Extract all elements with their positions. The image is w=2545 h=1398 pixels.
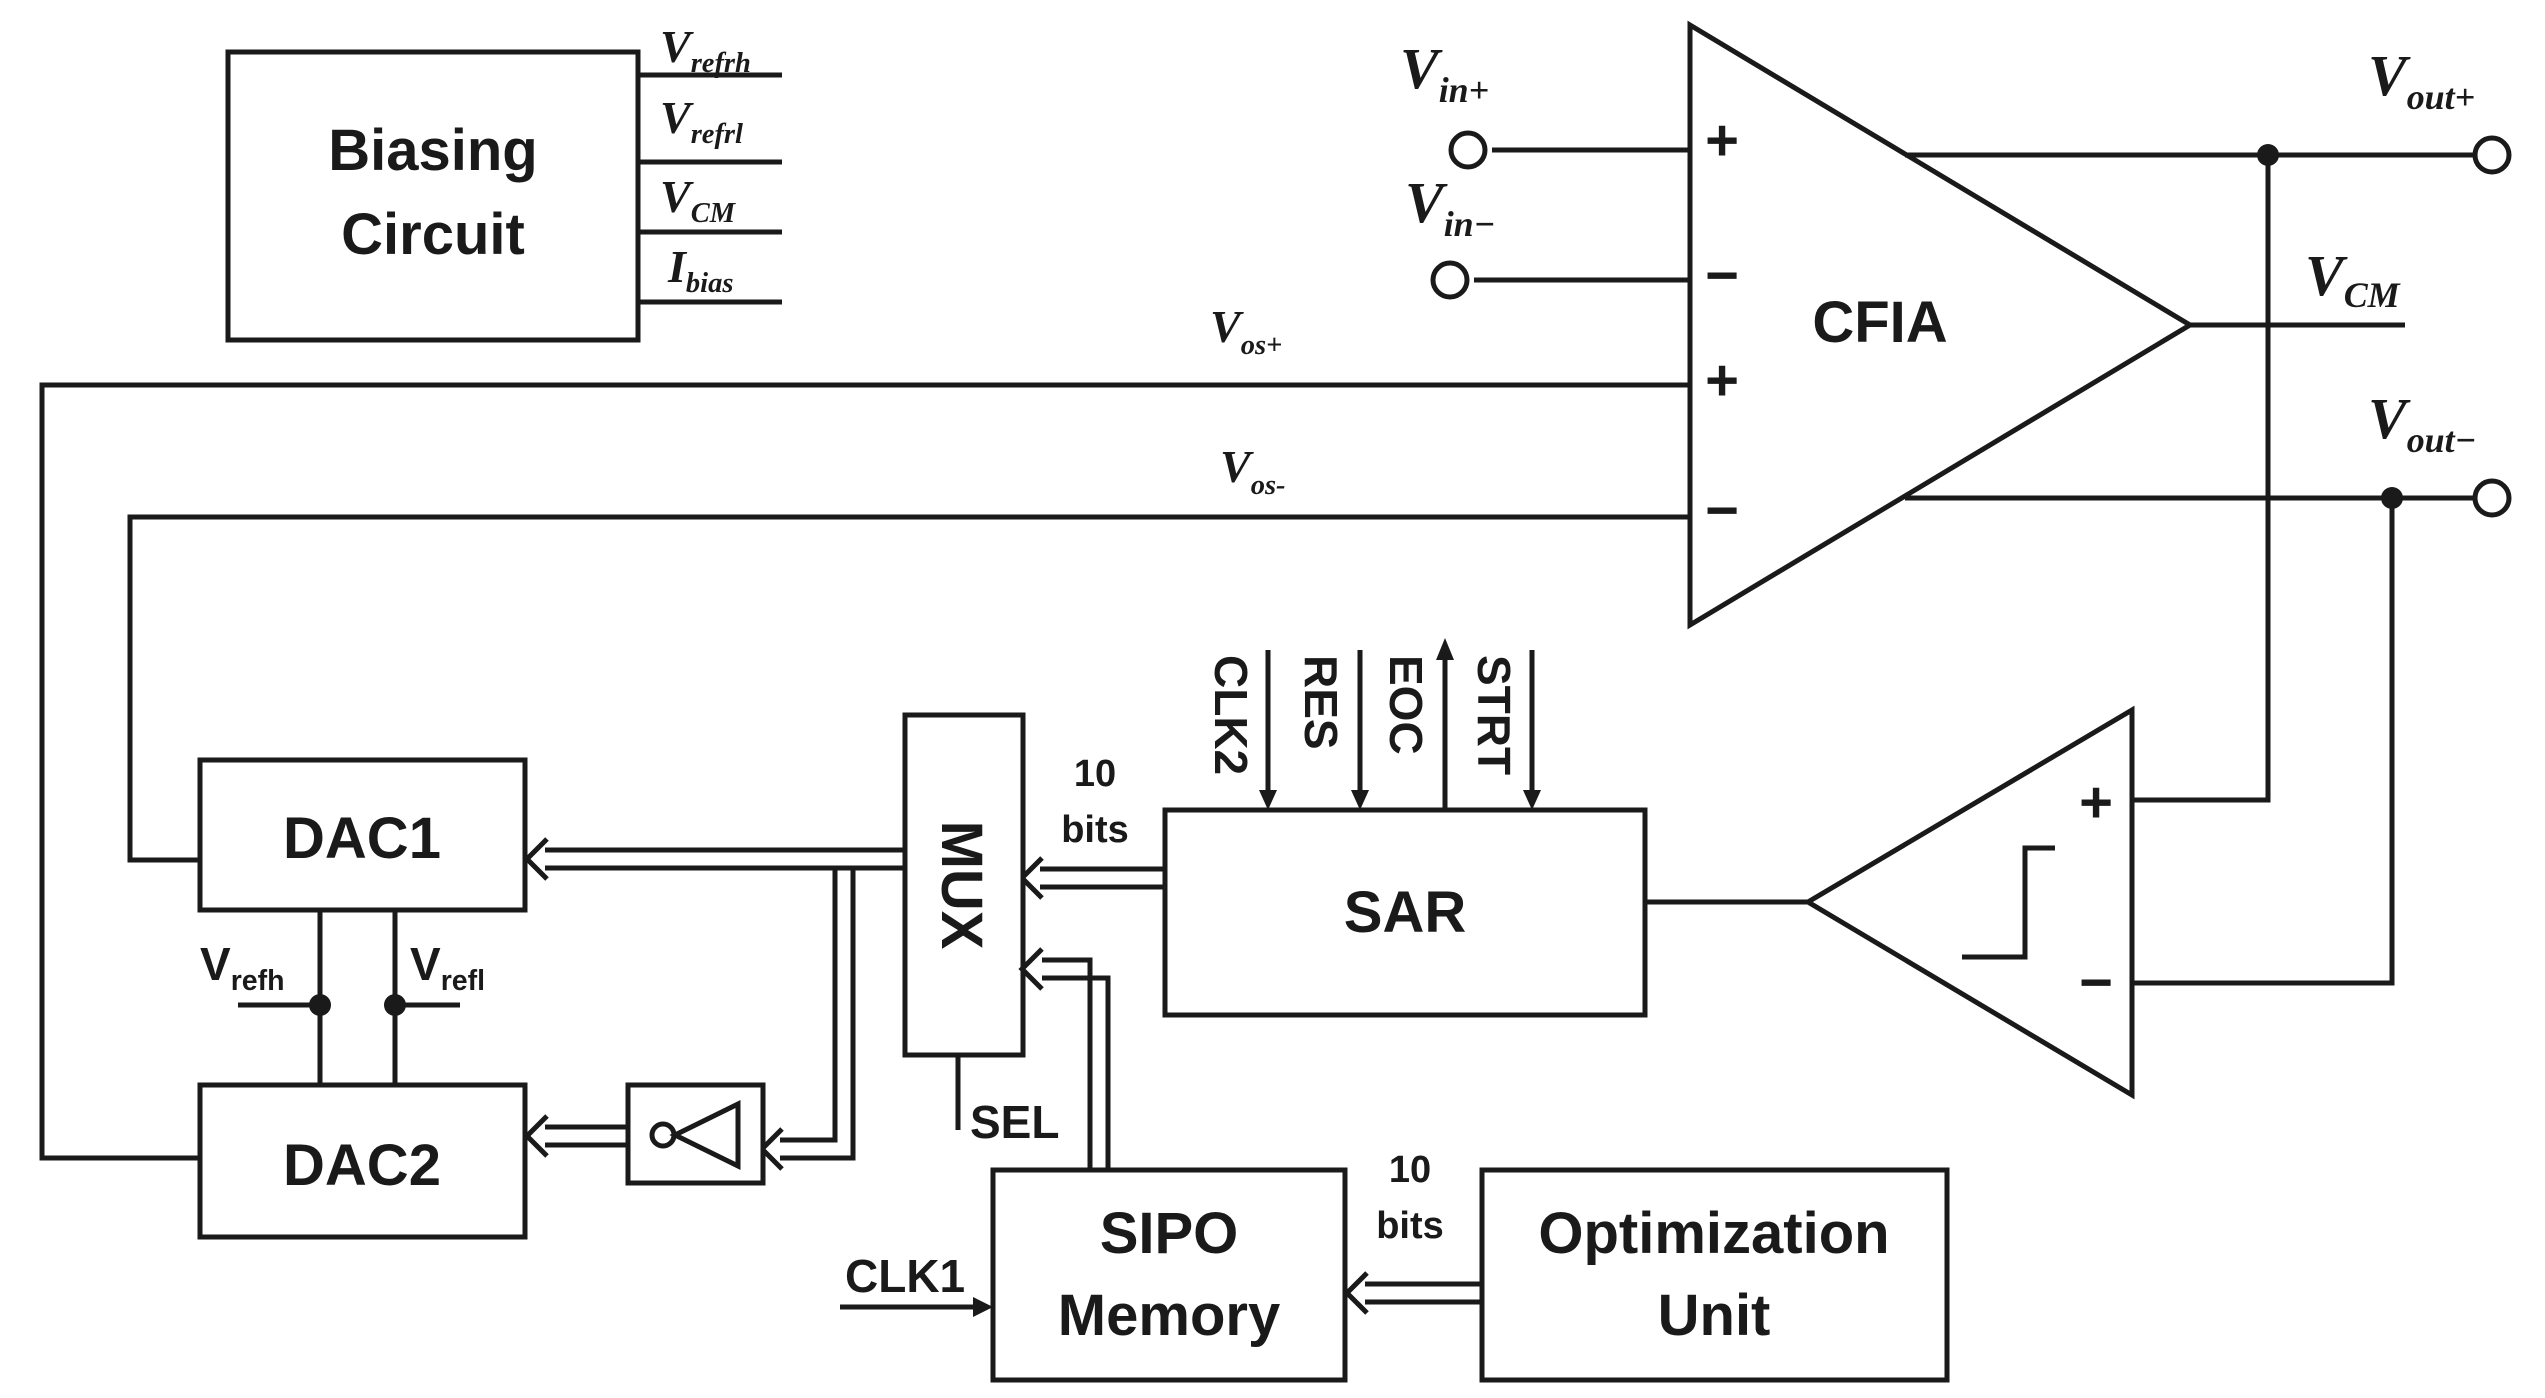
comparator-feedback-wires [2132, 155, 2395, 986]
clk2-arrow-icon [1259, 790, 1277, 810]
bias-output-vcm: VCM [660, 171, 737, 229]
vos-minus-label: Vos- [1220, 441, 1286, 501]
mux-to-dac1-bus [545, 847, 905, 871]
biasing-circuit-block: Biasing Circuit Vrefrh Vrefrl VCM Ibias [225, 21, 782, 343]
vin-minus-label: Vin− [1405, 170, 1495, 244]
sipo-label-line2: Memory [1058, 1283, 1280, 1348]
sar-port-res: RES [1295, 655, 1347, 750]
sipo-memory-block: SIPO Memory [990, 1167, 1348, 1383]
cfia-amplifier: CFIA + − + − [1687, 20, 2195, 630]
cfia-input-wires [1474, 147, 1690, 283]
optimization-label-line2: Unit [1658, 1283, 1771, 1348]
biasing-label-line1: Biasing [328, 118, 538, 183]
dac2-block: DAC2 [197, 1082, 528, 1240]
cfia-os-minus-sign: − [1705, 478, 1739, 543]
sar-bus-width-line1: 10 [1074, 753, 1116, 795]
biasing-label-line2: Circuit [341, 202, 525, 267]
bias-output-vrefrh: Vrefrh [660, 21, 751, 79]
cfia-in-minus-sign: − [1705, 243, 1739, 308]
vout-minus-label: Vout− [2368, 386, 2476, 460]
vos-minus-wire [127, 514, 1690, 863]
vin-plus-label: Vin+ [1400, 36, 1489, 110]
sipo-to-mux-bus [1042, 957, 1111, 1170]
vout-plus-junction [2257, 144, 2279, 166]
sel-label: SEL [970, 1096, 1059, 1148]
mux-block: MUX [902, 712, 1026, 1058]
vos-plus-label: Vos+ [1210, 301, 1282, 361]
sar-to-mux-bus [1040, 866, 1165, 890]
dac1-block: DAC1 [197, 757, 528, 913]
opt-bus-width-line2: bits [1376, 1205, 1444, 1247]
sar-control-wires [1265, 650, 1535, 810]
comparator-plus-sign: + [2079, 770, 2113, 835]
vcm-output-label: VCM [2305, 243, 2401, 315]
cfia-output-wires [1905, 152, 2474, 501]
dac2-label: DAC2 [283, 1133, 441, 1198]
mux-label: MUX [929, 821, 994, 950]
sar-label: SAR [1344, 880, 1466, 945]
cfia-os-plus-sign: + [1705, 348, 1739, 413]
res-arrow-icon [1351, 790, 1369, 810]
bias-output-wires [638, 72, 782, 305]
mux-to-dac1-arrow-icon [523, 837, 549, 881]
cfia-label: CFIA [1812, 290, 1947, 355]
cfia-in-plus-sign: + [1705, 108, 1739, 173]
vout-minus-junction [2381, 487, 2403, 509]
sar-block: SAR [1162, 807, 1648, 1018]
vrefl-label: Vrefl [410, 938, 485, 997]
inverter-block [625, 1082, 766, 1186]
sipo-label-line1: SIPO [1100, 1201, 1239, 1266]
sipo-to-mux-arrow-icon [1018, 947, 1044, 991]
opt-to-sipo-arrow-icon [1343, 1271, 1369, 1315]
sar-bus-width-line2: bits [1061, 809, 1129, 851]
sar-port-strt: STRT [1468, 655, 1520, 775]
vout-plus-label: Vout+ [2368, 43, 2475, 117]
comparator: + − [1803, 705, 2135, 1100]
vout-plus-terminal [2472, 135, 2512, 175]
vrefh-label: Vrefh [200, 938, 285, 997]
vin-plus-terminal [1448, 130, 1488, 170]
mux-to-inverter-bus [780, 868, 856, 1161]
sar-port-clk2: CLK2 [1205, 655, 1257, 775]
vout-minus-terminal [2472, 478, 2512, 518]
strt-arrow-icon [1523, 790, 1541, 810]
vrefl-junction [384, 994, 406, 1016]
inverter-to-dac2-arrow-icon [523, 1114, 549, 1158]
vrefh-junction [309, 994, 331, 1016]
clk1-label: CLK1 [845, 1250, 965, 1302]
optimization-unit-block: Optimization Unit [1479, 1167, 1950, 1383]
inverter-icon [669, 1099, 741, 1171]
inverter-to-dac2-bus [545, 1124, 628, 1148]
eoc-arrow-icon [1436, 638, 1454, 660]
sar-port-eoc: EOC [1380, 655, 1432, 755]
vref-wires [238, 910, 460, 1085]
bias-output-ibias: Ibias [667, 241, 733, 299]
comparator-minus-sign: − [2079, 950, 2113, 1015]
inverter-bubble-icon [649, 1121, 677, 1149]
hysteresis-icon [1962, 845, 2055, 960]
optimization-label-line1: Optimization [1538, 1201, 1889, 1266]
opt-bus-width-line1: 10 [1389, 1149, 1431, 1191]
opt-to-sipo-bus [1365, 1281, 1482, 1305]
dac1-label: DAC1 [283, 806, 441, 871]
bias-output-vrefrl: Vrefrl [660, 92, 743, 150]
vos-plus-wire [39, 382, 1690, 1161]
clk1-arrow-icon [973, 1297, 993, 1317]
vin-minus-terminal [1430, 260, 1470, 300]
